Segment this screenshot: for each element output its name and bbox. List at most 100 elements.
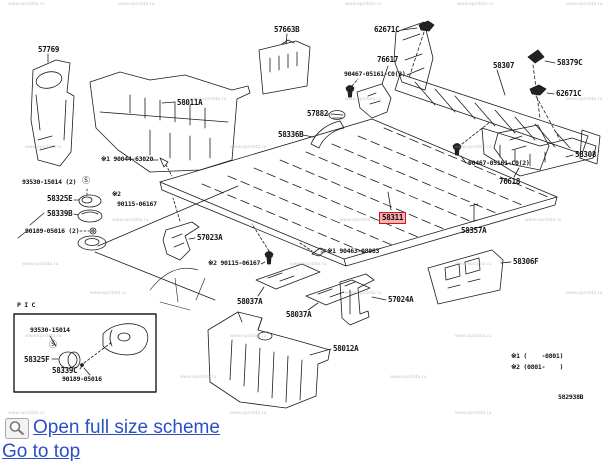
clip-90044-art xyxy=(151,157,173,177)
watermark-text: www.epcdata.ru xyxy=(25,145,62,150)
magnifier-icon[interactable] xyxy=(5,418,29,439)
part-label-9011506167: 90115-06167 xyxy=(117,200,157,208)
watermark-text: www.epcdata.ru xyxy=(566,291,603,296)
watermark-text: www.epcdata.ru xyxy=(290,262,327,267)
part-label-2: ※2 xyxy=(112,190,121,198)
watermark-text: www.epcdata.ru xyxy=(22,262,59,267)
crossmember-58307-art xyxy=(393,21,601,165)
bolt-90115-art xyxy=(251,223,274,265)
bracket-58336B-art xyxy=(302,120,345,149)
bracket-58308-art xyxy=(481,127,597,177)
watermark-text: www.epcdata.ru xyxy=(345,2,382,7)
watermark-text: www.epcdata.ru xyxy=(455,334,492,339)
part-label-58037A: 58037A xyxy=(286,310,312,319)
clip-62671C-right-art xyxy=(529,84,561,141)
pic-box-art xyxy=(13,313,157,393)
watermark-text: www.epcdata.ru xyxy=(230,145,267,150)
part-label-93530150142: 93530-15014 (2) xyxy=(22,178,77,186)
watermark-text: www.epcdata.ru xyxy=(340,218,377,223)
part-label-58012A: 58012A xyxy=(333,344,359,353)
part-label-57023A: 57023A xyxy=(197,233,223,242)
panel-57769-art xyxy=(30,53,75,167)
shield-76617-art xyxy=(345,65,392,119)
clip-62671C-top-art xyxy=(401,20,435,79)
part-label-58379C: 58379C xyxy=(557,58,583,67)
watermark-text: www.epcdata.ru xyxy=(90,291,127,296)
watermark-text: www.epcdata.ru xyxy=(230,411,267,416)
part-label-90189050162: 90189-05016 (2) xyxy=(25,227,80,235)
part-label-58357A: 58357A xyxy=(461,226,487,235)
part-label-9353015014: 93530-15014 xyxy=(30,326,70,334)
part-label-57769: 57769 xyxy=(38,45,60,54)
watermark-text: www.epcdata.ru xyxy=(566,97,603,102)
part-label-19046308063: ※1 90463-08063 xyxy=(327,247,380,255)
panel-58306F-art xyxy=(427,249,512,305)
part-label-29011506167: ※2 90115-06167 xyxy=(208,259,261,267)
panel-58012A-art xyxy=(207,311,332,409)
watermark-text: www.epcdata.ru xyxy=(345,291,382,296)
watermark-text: www.epcdata.ru xyxy=(390,375,427,380)
part-label-58307: 58307 xyxy=(493,61,515,70)
go-to-top-link[interactable]: Go to top xyxy=(2,441,81,462)
part-label-62671C: 62671C xyxy=(556,89,582,98)
support-57024A-art xyxy=(339,273,387,326)
watermark-text: www.epcdata.ru xyxy=(180,375,217,380)
watermark-text: www.epcdata.ru xyxy=(345,97,382,102)
watermark-text: www.epcdata.ru xyxy=(455,411,492,416)
part-label-20801: ※2 (0801- ) xyxy=(511,363,564,371)
part-label-19004463020: ※1 90044-63020 xyxy=(101,155,154,163)
panel-57663B-art xyxy=(258,33,311,95)
watermark-text: www.epcdata.ru xyxy=(566,2,603,7)
part-label-58339B: 58339B xyxy=(47,209,73,218)
watermark-text: www.epcdata.ru xyxy=(230,334,267,339)
part-label-76617: 76617 xyxy=(377,55,399,64)
wheelhouse-sketch-art xyxy=(149,267,206,311)
watermark-text: www.epcdata.ru xyxy=(455,262,492,267)
watermark-text: www.epcdata.ru xyxy=(118,2,155,7)
part-label-58325E: 58325E xyxy=(47,194,73,203)
part-label-PIC: P I C xyxy=(17,301,36,309)
diagram-line-art xyxy=(13,20,601,409)
part-label-58336B: 58336B xyxy=(278,130,304,139)
part-label-57882: 57882 xyxy=(307,109,329,118)
stud-58357A-art xyxy=(469,203,479,223)
part-label-9046705161C02: 90467-05161-C0(2) xyxy=(468,159,530,167)
watermark-text: www.epcdata.ru xyxy=(8,2,45,7)
watermark-text: www.epcdata.ru xyxy=(8,411,45,416)
part-label-highlighted-58311[interactable]: 58311 xyxy=(379,212,407,224)
watermark-text: www.epcdata.ru xyxy=(190,97,227,102)
part-label-582938B: 582938B xyxy=(558,393,584,401)
part-label-58339C: 58339C xyxy=(52,366,78,375)
watermark-text: www.epcdata.ru xyxy=(25,334,62,339)
watermark-text: www.epcdata.ru xyxy=(455,145,492,150)
open-full-size-scheme-link[interactable]: Open full size scheme xyxy=(33,417,220,438)
panel-58011A-art xyxy=(89,71,251,173)
watermark-text: www.epcdata.ru xyxy=(525,218,562,223)
clip-90463-art xyxy=(299,242,327,257)
watermark-text: www.epcdata.ru xyxy=(112,218,149,223)
part-label-58037A: 58037A xyxy=(237,297,263,306)
part-label-: Ⓢ xyxy=(49,340,57,349)
parts-scheme: www.epcdata.ru www.epcdata.ru www.epcdata.… xyxy=(8,2,603,416)
part-label-58011A: 58011A xyxy=(177,98,203,107)
part-label-58308: 58308 xyxy=(575,150,597,159)
grommets-left-art xyxy=(17,185,239,301)
part-label-62671C: 62671C xyxy=(374,25,400,34)
clip-57882-art xyxy=(326,110,346,120)
part-label-9046705161C03: 90467-05161-C0(3) xyxy=(344,70,406,78)
part-label-58325F: 58325F xyxy=(24,355,50,364)
bracket-57023A-art xyxy=(162,197,200,261)
part-label-: Ⓢ xyxy=(82,176,90,185)
part-label-57024A: 57024A xyxy=(388,295,414,304)
part-label-57663B: 57663B xyxy=(274,25,300,34)
shield-76618-art xyxy=(452,121,550,178)
clip-58379C-art xyxy=(527,49,556,119)
part-label-58306F: 58306F xyxy=(513,257,539,266)
floor-pan-58311-art xyxy=(159,118,558,267)
part-label-76618: 76618 xyxy=(499,177,521,186)
watermark-text: www.epcdata.ru xyxy=(457,2,494,7)
bracket-58037A-1-art xyxy=(255,263,321,297)
part-label-10801: ※1 ( -0801) xyxy=(511,352,564,360)
bracket-58037A-2-art xyxy=(305,279,371,311)
